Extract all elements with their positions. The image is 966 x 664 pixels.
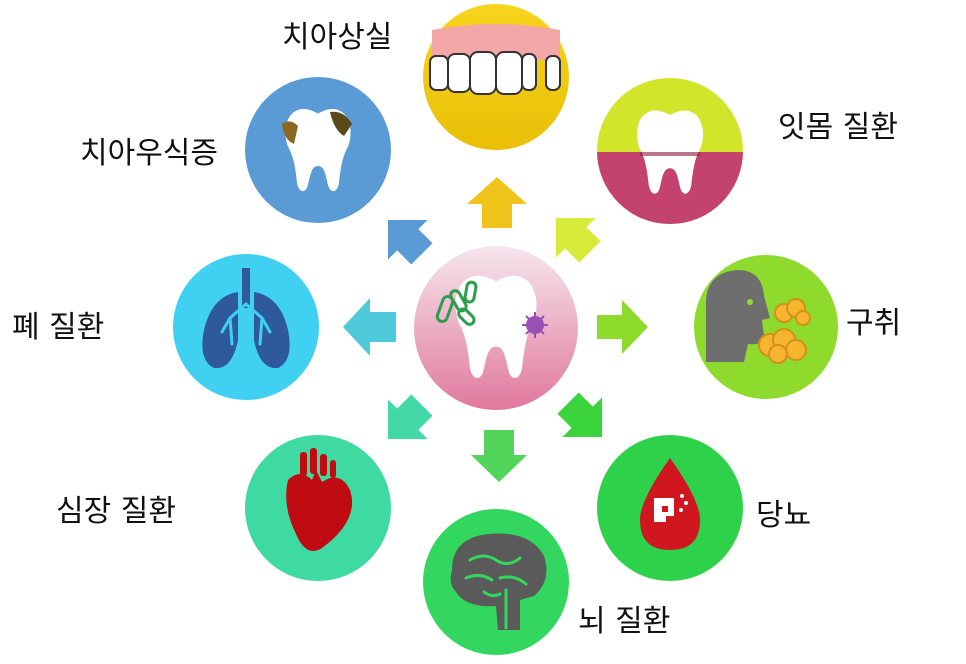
label-gum-disease: 잇몸 질환: [778, 110, 898, 145]
label-tooth-decay: 치아우식증: [80, 136, 218, 171]
tooth-with-bacteria-icon: [414, 246, 578, 410]
label-lung-disease: 폐 질환: [12, 310, 105, 345]
brain-icon: [423, 509, 569, 655]
label-bad-breath: 구취: [846, 306, 902, 341]
label-heart-disease: 심장 질환: [56, 494, 176, 529]
arrow-up-right-gum: [555, 217, 601, 263]
arrow-right-breath: [597, 300, 648, 354]
arrow-left-lung: [343, 298, 396, 356]
missing-tooth-icon: [423, 4, 569, 150]
decayed-tooth-icon: [245, 77, 391, 223]
heart-icon: [245, 435, 391, 581]
label-tooth-loss: 치아상실: [282, 20, 393, 55]
arrow-down-left-heart: [387, 394, 433, 440]
arrow-down-brain: [471, 430, 527, 482]
gum-tooth-icon: [597, 78, 743, 224]
lungs-icon: [173, 254, 319, 400]
arrow-up-left-decay: [387, 219, 433, 265]
breath-head-icon: [694, 255, 838, 399]
label-brain-disease: 뇌 질환: [578, 604, 671, 639]
arrow-up-tooth-loss: [467, 177, 527, 228]
blood-drop-icon: [597, 435, 743, 581]
label-diabetes: 당뇨: [756, 498, 812, 533]
arrow-down-right-diabetes: [557, 392, 603, 438]
